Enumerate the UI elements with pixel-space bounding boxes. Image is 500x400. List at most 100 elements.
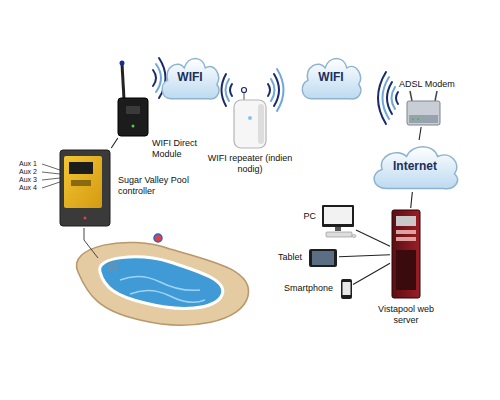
- server-vent: [396, 250, 416, 290]
- monitor-stand: [335, 227, 341, 231]
- wifi-arc: [274, 74, 279, 106]
- wifi-arc: [396, 92, 398, 104]
- wifi-arc: [153, 70, 156, 86]
- antenna: [122, 64, 124, 99]
- phone-screen: [343, 282, 351, 295]
- wifi-arc: [392, 87, 396, 109]
- antenna-tip: [242, 88, 247, 93]
- device-label: WIFI Direct Module: [152, 138, 216, 160]
- controller-keys: [71, 180, 91, 186]
- water-ripple: [120, 276, 200, 290]
- pool-ladder: [110, 261, 116, 272]
- repeater-body: [234, 100, 266, 148]
- cloud-label: WIFI: [318, 70, 343, 84]
- internet-cloud: Internet: [368, 140, 462, 192]
- aux-leader: [42, 178, 60, 180]
- aux-label: Aux 1: [19, 160, 37, 168]
- pc-icon: [322, 205, 356, 238]
- modem-led: [412, 118, 414, 120]
- modem-icon: [407, 91, 440, 125]
- pc: PC: [320, 203, 356, 240]
- phone-body: [341, 279, 352, 299]
- wifi-arc: [378, 72, 386, 124]
- wifi-arc: [156, 64, 161, 92]
- beach-ball: [154, 234, 162, 242]
- controller-led: [84, 217, 87, 220]
- aux-leader: [42, 172, 60, 174]
- mouse: [352, 235, 356, 238]
- wifi-repeater: WIFI repeater (indien nodig): [232, 98, 268, 150]
- cloud-label: Internet: [393, 159, 437, 173]
- controller-panel: [64, 156, 102, 208]
- server-drive: [396, 237, 416, 241]
- antenna: [435, 91, 437, 101]
- aux-leaders: [42, 164, 60, 188]
- wifi-arc: [271, 79, 275, 101]
- repeater-icon: [234, 88, 266, 149]
- pool-illustration: [76, 234, 248, 325]
- water-ripple: [130, 290, 205, 302]
- module-body: [118, 98, 148, 136]
- wifi-arc: [226, 79, 230, 101]
- device-label: Sugar Valley Pool controller: [118, 175, 200, 197]
- cloud-label: WIFI: [177, 70, 202, 84]
- tablet-screen: [312, 251, 334, 265]
- monitor: [322, 205, 354, 227]
- wifi-cloud: WIFI: [298, 52, 364, 102]
- modem-body: [407, 101, 440, 125]
- tablet-icon: [309, 249, 337, 267]
- web-server: Vistapool web server: [390, 208, 422, 300]
- server-front: [396, 216, 416, 226]
- wifi-module-icon: [118, 61, 148, 137]
- device-label: Vistapool web server: [374, 304, 438, 326]
- aux-label: Aux 4: [19, 184, 37, 192]
- server-drive: [396, 230, 416, 234]
- connector-line: [111, 138, 118, 148]
- wifi-module: WIFI Direct Module: [116, 92, 150, 138]
- wifi-arc: [277, 69, 284, 111]
- aux-label: Aux 2: [19, 168, 37, 176]
- controller-display: [69, 162, 93, 174]
- wifi-waves: [153, 58, 398, 124]
- smartphone-icon: [341, 279, 352, 299]
- repeater-led: [248, 116, 252, 120]
- connector-line: [339, 255, 390, 257]
- wifi-cloud: WIFI: [158, 52, 222, 102]
- connector-line: [419, 127, 421, 140]
- aux-leader: [42, 164, 60, 170]
- server-tower: [392, 210, 420, 298]
- connector-line: [356, 230, 390, 246]
- pool-wire: [84, 228, 98, 258]
- wifi-arc: [268, 84, 270, 96]
- modem-led: [417, 118, 419, 120]
- wifi-arc: [387, 82, 392, 114]
- tablet-body: [309, 249, 337, 267]
- repeater-shade: [258, 104, 264, 144]
- antenna: [410, 91, 412, 101]
- wifi-arc: [222, 74, 227, 106]
- connector-line: [353, 263, 390, 284]
- aux-label: Aux 3: [19, 176, 37, 184]
- device-label: ADSL Modem: [399, 79, 455, 90]
- cloud-outline: [302, 58, 361, 98]
- wifi-arc: [230, 84, 232, 96]
- keyboard: [326, 232, 352, 237]
- tablet: Tablet: [307, 247, 339, 268]
- pool-deck: [76, 242, 248, 325]
- module-led: [132, 125, 135, 128]
- monitor-screen: [324, 207, 352, 224]
- device-label: Smartphone: [284, 283, 333, 294]
- device-label: PC: [303, 211, 316, 222]
- pool-water: [100, 257, 223, 308]
- controller-housing: [60, 150, 110, 226]
- device-label: Tablet: [278, 252, 302, 263]
- connector-line: [411, 192, 413, 208]
- cloud-outline: [162, 58, 219, 98]
- adsl-modem: ADSL Modem: [405, 97, 442, 127]
- device-label: WIFI repeater (indien nodig): [205, 153, 295, 175]
- server-icon: [392, 210, 420, 298]
